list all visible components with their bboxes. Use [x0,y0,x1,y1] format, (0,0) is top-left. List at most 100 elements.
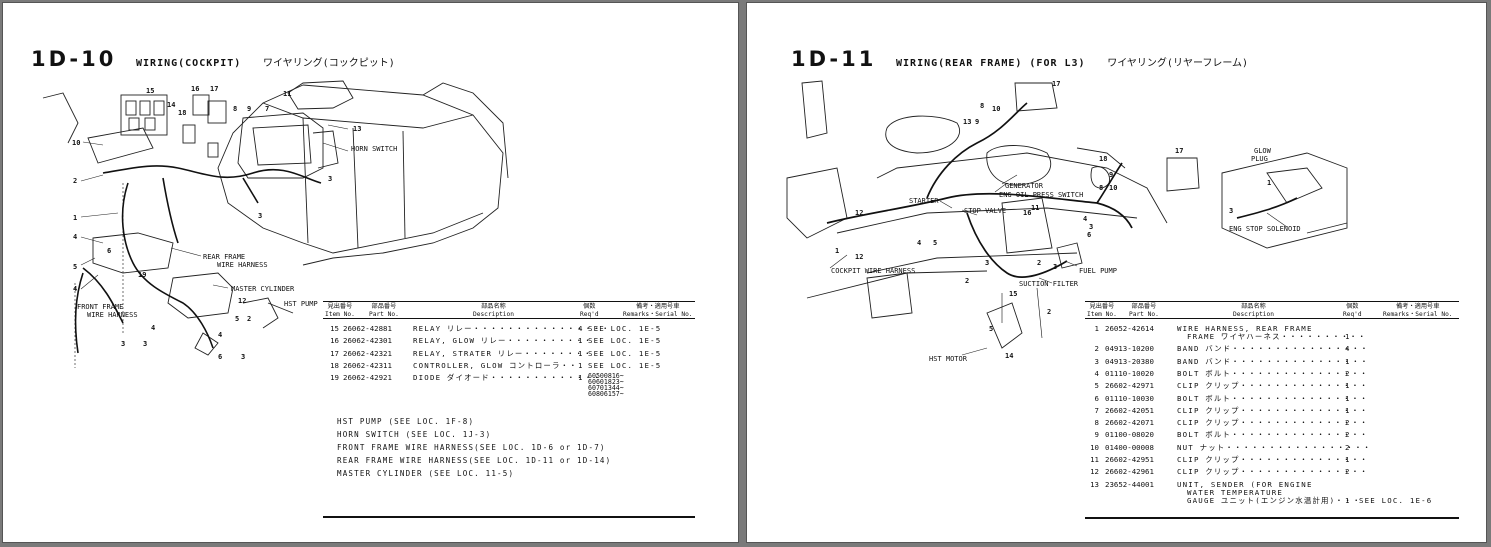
label-cockpit-wire-harness: COCKPIT WIRE HARNESS [831,267,915,275]
cell-serial: 60806157~ [588,390,624,399]
svg-text:3: 3 [328,175,332,183]
svg-text:2: 2 [247,315,251,323]
svg-text:2: 2 [1037,259,1041,267]
label-plug: PLUG [1251,155,1268,163]
label-eng-stop-solenoid: ENG STOP SOLENOID [1229,225,1301,233]
svg-text:5: 5 [73,263,77,271]
cell-part: 26602-42051 [1105,405,1154,415]
page-1d-10: 1D-10 WIRING(COCKPIT) ワイヤリング(コックピット) [2,2,739,543]
svg-text:11: 11 [283,90,291,98]
cell-item: 15 [330,324,339,333]
svg-text:13: 13 [963,118,971,126]
cell-req: 2 [1345,442,1350,452]
svg-text:3: 3 [1229,207,1233,215]
cell-desc: BOLT ボルト・・・・・・・・・・・・・・・・ [1177,368,1369,378]
label-front-wire-harness: WIRE HARNESS [87,311,138,319]
cell-item: 7 [1094,405,1099,415]
cell-remarks: SEE LOC. 1E-5 [588,336,662,346]
svg-text:10: 10 [72,139,80,147]
cell-req: 1 [578,360,583,370]
cell-part: 26602-42971 [1105,381,1154,391]
cell-item: 1 [1094,324,1099,333]
svg-text:8: 8 [980,102,984,110]
label-eng-oil-press-switch: ENG OIL PRESS SWITCH [999,191,1083,199]
cell-part: 04913-10200 [1105,344,1154,354]
svg-text:9: 9 [1109,171,1113,179]
cell-item: 18 [330,360,339,370]
cell-desc: RELAY リレー・・・・・・・・・・・・・・・・ [413,324,611,333]
cell-item: 12 [1090,467,1099,477]
label-front-frame: FRONT FRAME [77,303,123,311]
cell-part: 26602-42951 [1105,455,1154,464]
cell-remarks: SEE LOC. 1E-5 [588,324,662,333]
cell-req: 1 [1345,356,1350,366]
cell-req: 1 [1345,381,1350,391]
svg-text:12: 12 [855,209,863,217]
section-title-jp: ワイヤリング(コックピット) [262,58,395,69]
svg-text:4: 4 [151,324,155,332]
page-1d-11: 1D-11 WIRING(REAR FRAME) (FOR L3) ワイヤリング… [746,2,1487,543]
svg-text:10: 10 [1109,184,1117,192]
cell-item: 4 [1094,368,1099,378]
cell-item: 3 [1094,356,1099,366]
svg-text:14: 14 [167,101,175,109]
cell-item: 2 [1094,344,1099,354]
cell-item: 9 [1094,430,1099,440]
cell-part: 26062-42301 [343,336,392,346]
label-rear-frame: REAR FRAME [203,253,245,261]
svg-text:3: 3 [143,340,147,348]
label-stop-valve: STOP VALVE [964,207,1006,215]
cell-part: 01100-08020 [1105,430,1154,440]
svg-text:3: 3 [1089,223,1093,231]
svg-text:12: 12 [855,253,863,261]
label-glow: GLOW [1254,147,1272,155]
cell-req: 1 [1345,495,1350,505]
svg-text:18: 18 [178,109,186,117]
label-horn-switch: HORN SWITCH [351,145,397,153]
bottom-rule [1085,517,1459,519]
cell-req: 1 [578,373,583,383]
svg-text:5: 5 [235,315,239,323]
cell-part: 01110-10020 [1105,368,1154,378]
cell-req: 2 [1345,368,1350,378]
cell-req: 2 [1345,430,1350,440]
svg-text:3: 3 [121,340,125,348]
cell-req: 2 [1345,418,1350,428]
cell-part: 23652-44001 [1105,479,1154,489]
svg-text:17: 17 [1175,147,1183,155]
svg-text:3: 3 [241,353,245,361]
cell-desc: BOLT ボルト・・・・・・・・・・・・・・・・ [1177,430,1369,440]
svg-text:13: 13 [353,125,361,133]
label-fuel-pump: FUEL PUMP [1079,267,1117,275]
svg-text:17: 17 [210,85,218,93]
cell-req: 4 [1345,344,1350,354]
note-item: HST PUMP (SEE LOC. 1F-8) [337,417,475,426]
cell-item: 6 [1094,393,1099,403]
cell-desc: CLIP クリップ・・・・・・・・・・・・・・・ [1177,467,1369,477]
svg-text:1: 1 [835,247,839,255]
cell-part: 04913-20380 [1105,356,1154,366]
cell-desc3: GAUGE ユニット(エンジン水温計用)・・・ [1187,495,1362,505]
cell-part: 26062-42311 [343,360,392,370]
cell-req: 1 [1345,393,1350,403]
svg-text:2: 2 [1047,308,1051,316]
cell-item: 16 [330,336,339,346]
section-title: WIRING(REAR FRAME) (FOR L3) [896,58,1086,69]
reference-notes: HST PUMP (SEE LOC. 1F-8) HORN SWITCH (SE… [337,417,611,482]
label-rear-wire-harness: WIRE HARNESS [217,261,268,269]
section-code: 1D-10 [31,47,117,71]
cell-part: 26052-42614 [1105,324,1154,333]
svg-text:16: 16 [191,85,199,93]
cell-item: 10 [1090,442,1099,452]
cell-desc: CLIP クリップ・・・・・・・・・・・・・・・ [1177,405,1369,415]
section-title: WIRING(COCKPIT) [136,58,242,69]
cell-req: 1 [1345,455,1350,464]
cell-desc2: WATER TEMPERATURE [1187,487,1284,497]
cell-req: 1 [1345,332,1350,341]
svg-text:4: 4 [73,285,77,293]
cell-part: 26062-42321 [343,348,392,358]
cell-desc: UNIT, SENDER (FOR ENGINE [1177,479,1313,489]
svg-text:11: 11 [1031,204,1039,212]
